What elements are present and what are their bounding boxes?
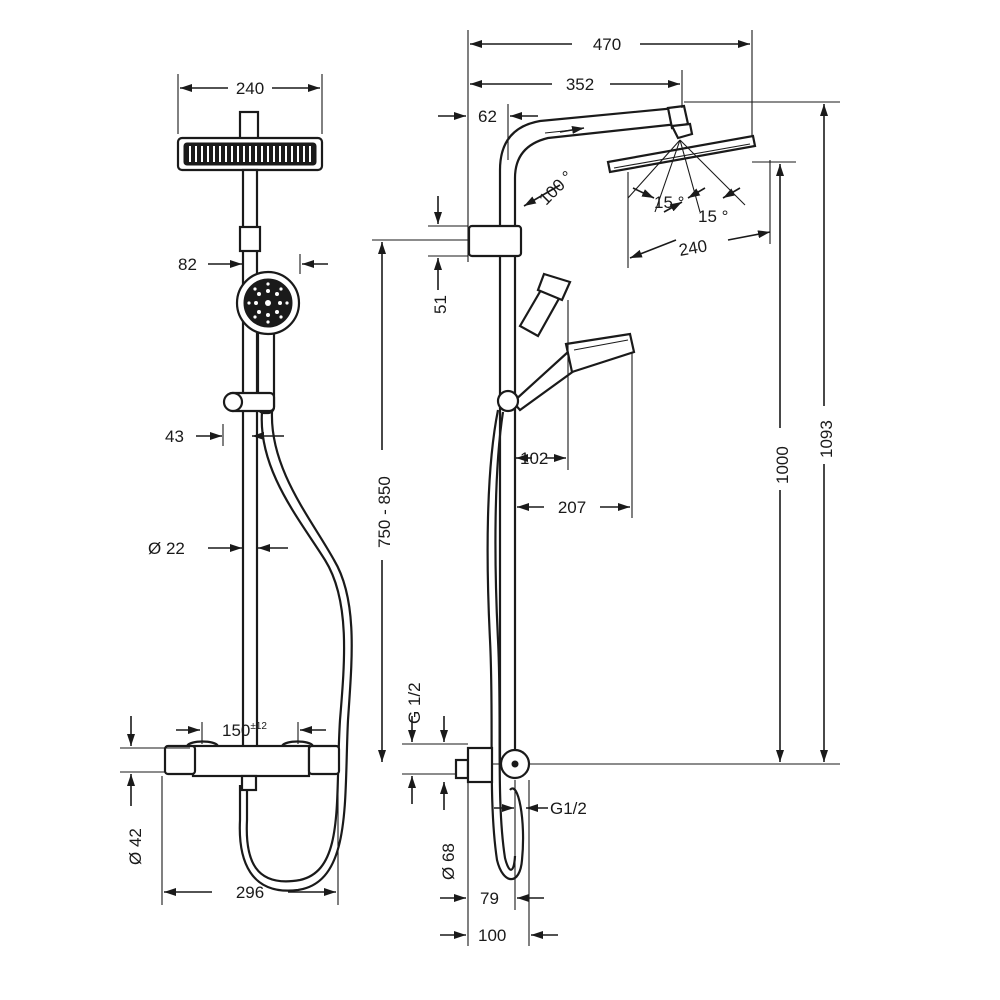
dim-352: 352 xyxy=(566,75,594,94)
angle-15-right: 15 ° xyxy=(698,207,728,226)
dim-240-front: 240 xyxy=(236,79,264,98)
dim-43: 43 xyxy=(165,427,184,446)
riser-pipe-side xyxy=(498,106,679,765)
thermostat-side xyxy=(454,746,531,784)
dim-51: 51 xyxy=(431,295,450,314)
dim-g-half-top: G 1/2 xyxy=(405,682,424,724)
dim-100: 100 xyxy=(478,926,506,945)
dim-750-850: 750 - 850 xyxy=(375,476,394,548)
dim-dia-42: Ø 42 xyxy=(126,828,145,865)
riser-pipe-front xyxy=(241,168,259,750)
dim-470: 470 xyxy=(593,35,621,54)
overhead-shower-side xyxy=(606,104,757,174)
sleeve-front xyxy=(238,225,262,253)
front-view: 240 82 43 Ø 22 150±12 Ø 42 296 xyxy=(120,74,353,905)
side-view: 15 ° 15 ° 100 ° 470 xyxy=(372,30,840,946)
thermostat-front xyxy=(163,740,341,792)
dim-dia-68: Ø 68 xyxy=(439,843,458,880)
hand-shower-front xyxy=(235,270,301,415)
dim-dia-22: Ø 22 xyxy=(148,539,185,558)
dim-1093: 1093 xyxy=(817,420,836,458)
swivel-joint-side xyxy=(496,389,520,413)
dim-1000: 1000 xyxy=(773,446,792,484)
hose-side-outer xyxy=(494,411,517,871)
dim-79: 79 xyxy=(480,889,499,908)
holder-front xyxy=(222,391,276,413)
dim-150-tolerance: ±12 xyxy=(250,721,267,732)
wall-bracket-side xyxy=(467,224,523,258)
angle-100: 100 ° xyxy=(535,167,577,209)
hand-shower-side-upper xyxy=(518,272,572,338)
dim-62: 62 xyxy=(478,107,497,126)
dim-150: 150±12 xyxy=(222,721,267,740)
dim-296: 296 xyxy=(236,883,264,902)
dim-82: 82 xyxy=(178,255,197,274)
dim-240-side: 240 xyxy=(677,236,708,260)
hose-front-outer xyxy=(238,411,353,892)
overhead-shower-front xyxy=(176,110,324,172)
hand-shower-side-lower xyxy=(511,332,636,412)
dim-207: 207 xyxy=(558,498,586,517)
dim-g-half-side: G1/2 xyxy=(550,799,587,818)
dim-102: 102 xyxy=(520,449,548,468)
angle-15-left: 15 ° xyxy=(654,193,684,212)
hose-front xyxy=(245,411,346,883)
hose-side xyxy=(486,409,525,881)
